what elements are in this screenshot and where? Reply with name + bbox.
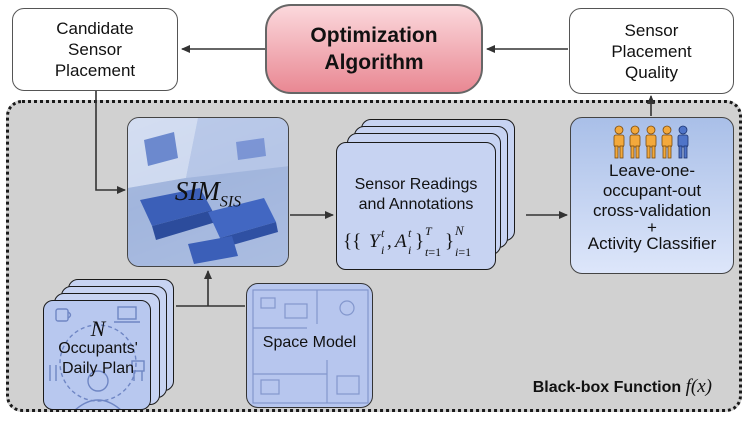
laptop-icon <box>114 306 140 323</box>
svg-text:t=1: t=1 <box>425 245 441 259</box>
candidate-line-2: Sensor <box>68 40 122 59</box>
candidate-placement-box: Candidate Sensor Placement <box>12 8 178 91</box>
person-icon <box>677 125 689 159</box>
person-icon <box>661 125 673 159</box>
person-icon <box>75 370 121 409</box>
svg-text:A: A <box>393 231 407 252</box>
room-render-image <box>128 118 288 266</box>
occupants-line-1: Occupants' <box>58 340 138 357</box>
black-box-function-symbol: f(x) <box>685 376 712 397</box>
chair-icon <box>131 360 145 381</box>
black-box-label-text: Black-box Function <box>532 379 682 396</box>
svg-text:t: t <box>381 226 385 240</box>
simulator-sub-text: SIS <box>219 193 242 211</box>
person-icon <box>613 125 625 159</box>
validation-line-1: Leave-one- <box>608 161 695 180</box>
svg-text:N: N <box>454 223 465 238</box>
floor-plan-image <box>252 289 369 404</box>
arrow-candidate-to-simulator <box>95 91 126 194</box>
optimization-algorithm-box: Optimization Algorithm <box>265 4 483 94</box>
optimizer-line-1: Optimization <box>310 24 438 47</box>
svg-text:i=1: i=1 <box>455 245 471 259</box>
validation-line-4: + <box>647 218 657 237</box>
candidate-line-3: Placement <box>54 61 136 80</box>
occupants-line-2: Daily Plan <box>61 360 135 377</box>
person-icon <box>629 125 641 159</box>
svg-text:t: t <box>408 226 412 240</box>
validation-line-3: cross-validation <box>592 201 712 220</box>
validation-line-5: Activity Classifier <box>587 234 717 253</box>
simulator-label: SIMSIS <box>128 176 288 211</box>
readings-formula: {{ Y t i , A t i } T t=1 } N i=1 <box>343 223 471 259</box>
readings-line-1: Sensor Readings <box>354 176 478 193</box>
daily-plan-illustration <box>49 306 145 409</box>
coffee-cup-icon <box>55 308 72 322</box>
svg-text:i: i <box>408 243 411 257</box>
space-model-label: Space Model <box>262 334 357 351</box>
placement-quality-box: Sensor Placement Quality <box>569 8 734 94</box>
occupants-count-symbol: N <box>90 316 106 341</box>
sensor-readings-box: Sensor Readings and Annotations {{ Y t i… <box>336 142 496 270</box>
fork-knife-icon <box>49 365 57 381</box>
validation-line-2: occupant-out <box>602 181 702 200</box>
svg-text:Y: Y <box>369 231 382 252</box>
occupants-plan-box: N Occupants' Daily Plan <box>43 300 151 410</box>
quality-line-3: Quality <box>625 62 678 82</box>
svg-text:T: T <box>425 224 433 238</box>
quality-line-1: Sensor <box>624 20 679 40</box>
occupants-group-icon <box>613 125 689 159</box>
svg-text:,: , <box>387 231 392 252</box>
optimizer-line-2: Algorithm <box>324 51 424 74</box>
candidate-line-1: Candidate <box>56 19 134 38</box>
validation-box: Leave-one- occupant-out cross-validation… <box>570 117 734 274</box>
quality-line-2: Placement <box>611 41 692 61</box>
svg-text:}: } <box>445 231 454 252</box>
svg-text:{{: {{ <box>343 231 361 252</box>
simulator-box: SIMSIS <box>127 117 289 267</box>
person-icon <box>645 125 657 159</box>
svg-text:i: i <box>381 243 384 257</box>
simulator-main-text: SIM <box>174 176 220 206</box>
space-model-box: Space Model <box>246 283 373 408</box>
black-box-label: Black-box Function f(x) <box>533 376 712 398</box>
readings-line-2: and Annotations <box>358 196 474 213</box>
svg-text:}: } <box>415 231 424 252</box>
